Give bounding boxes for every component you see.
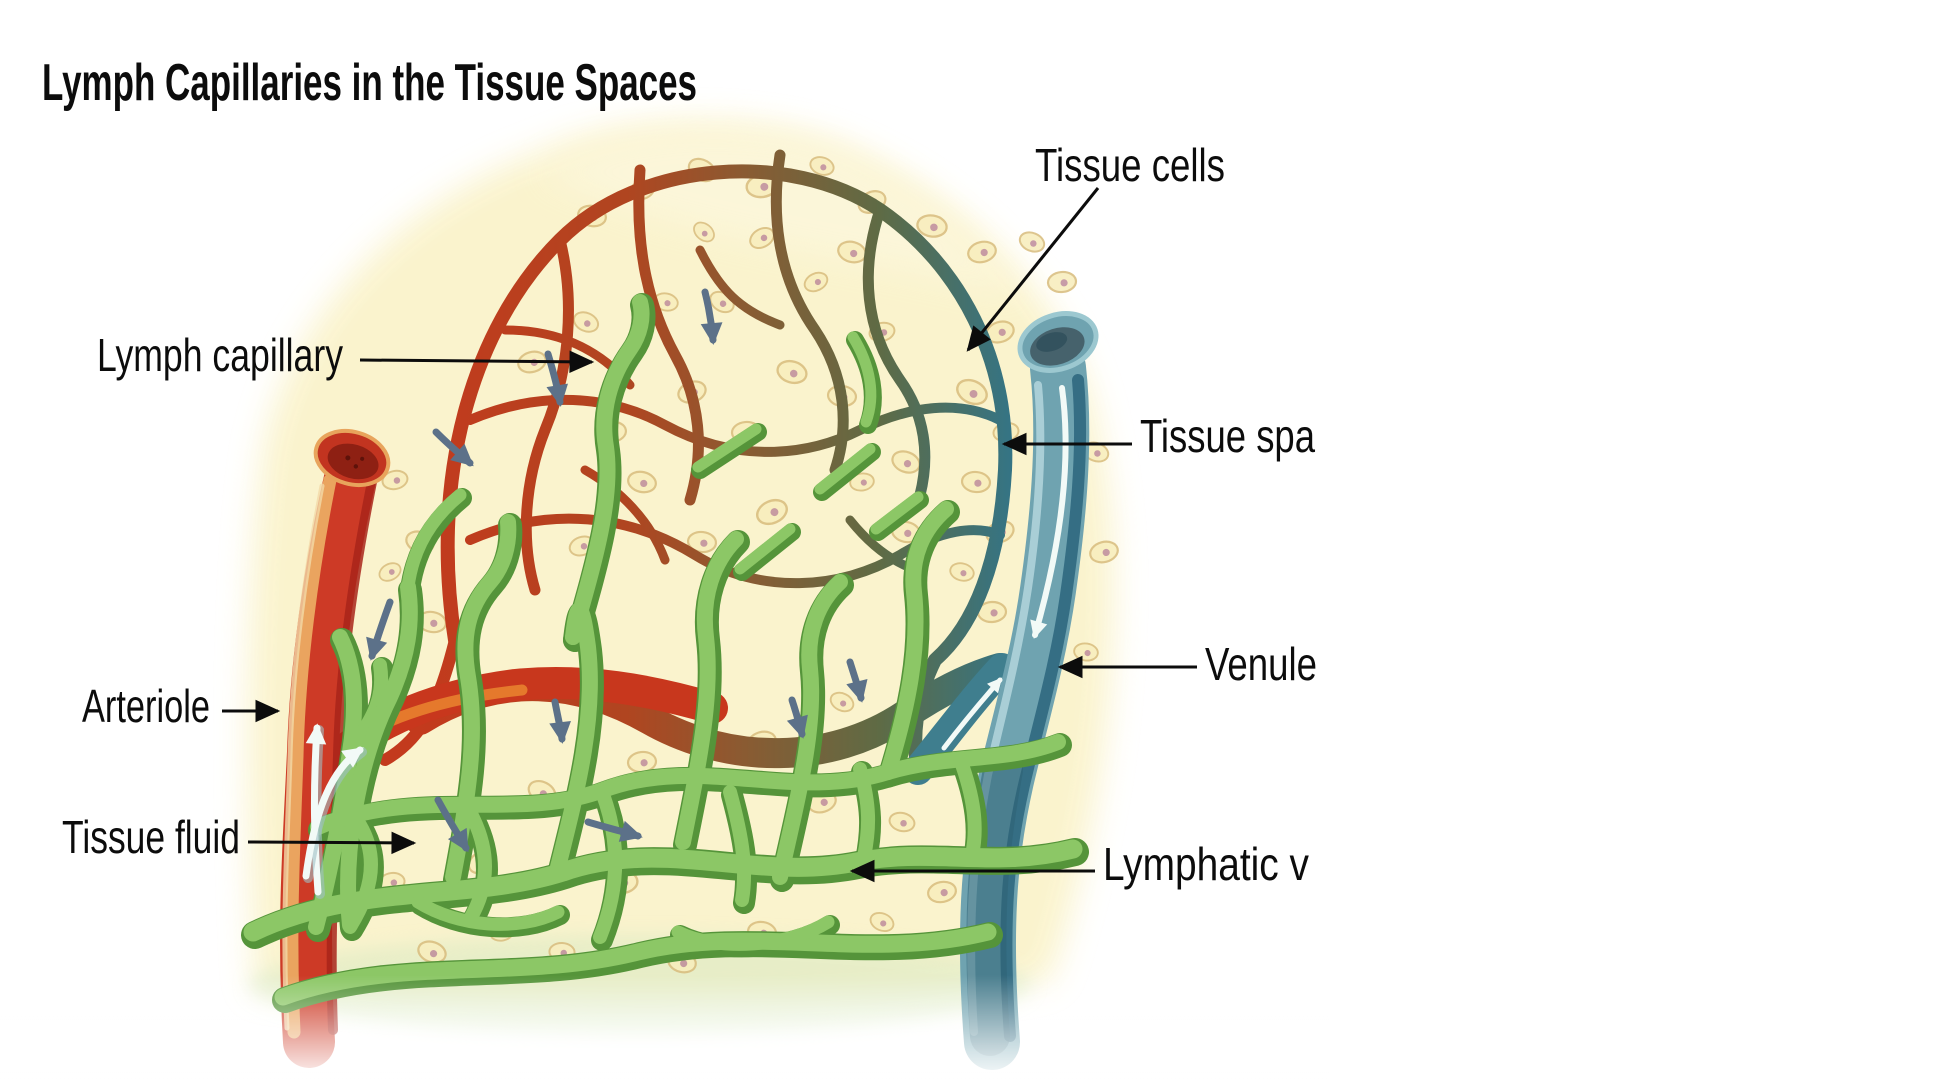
label-tissue-fluid: Tissue fluid <box>62 811 240 863</box>
label-arrows <box>222 187 1197 883</box>
lymph-capillary-arrow <box>359 350 595 374</box>
tissue-fluid-flow-arrows <box>366 288 868 853</box>
venule-open-end <box>1017 311 1099 373</box>
tissue-fluid-arrow <box>247 831 417 855</box>
label-lymphatic-vessel: Lymphatic v <box>1103 838 1309 890</box>
label-arteriole: Arteriole <box>82 680 210 732</box>
label-texts: Tissue cells Lymph capillary Tissue spa … <box>62 139 1317 890</box>
label-tissue-space: Tissue spa <box>1140 410 1315 462</box>
bottom-fade <box>0 975 1330 1084</box>
label-tissue-cells: Tissue cells <box>1035 139 1225 191</box>
arteriole-open-end <box>313 429 391 487</box>
tissue-cells-arrow <box>966 187 1100 352</box>
page-title: Lymph Capillaries in the Tissue Spaces <box>42 54 697 112</box>
label-venule: Venule <box>1205 638 1317 690</box>
blood-flow-arrows <box>302 385 1069 899</box>
lymph-capillary-network <box>241 293 1089 1013</box>
label-lymph-capillary: Lymph capillary <box>97 329 343 381</box>
